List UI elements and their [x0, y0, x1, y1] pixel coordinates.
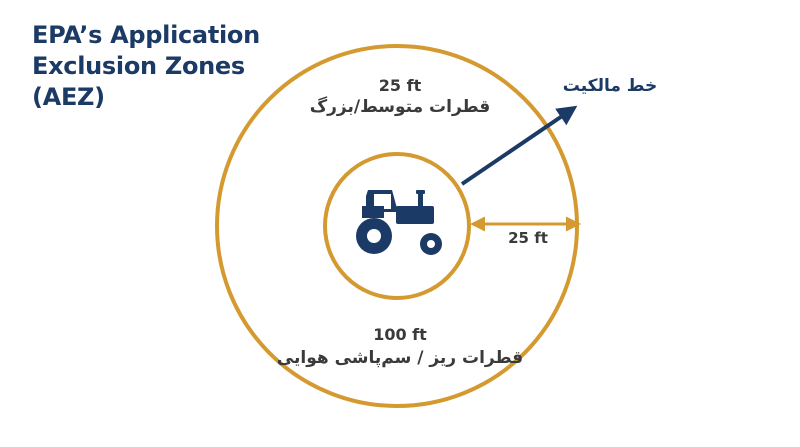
- fine-droplet-description: قطرات ریز / سم‌پاشی هوایی: [276, 348, 524, 368]
- inner-zone-circle: [323, 152, 471, 300]
- inner-zone-distance: 25 ft: [508, 229, 548, 247]
- tractor-icon: [356, 190, 442, 255]
- title-line-1: EPA’s Application: [32, 21, 260, 49]
- title-line-2: Exclusion Zones: [32, 52, 245, 80]
- outer-zone-distance: 25 ft: [378, 76, 422, 95]
- title-line-3: (AEZ): [32, 83, 105, 111]
- page-title: EPA’s Application Exclusion Zones (AEZ): [32, 20, 292, 113]
- fine-droplet-distance: 100 ft: [373, 325, 427, 344]
- property-line-label: خط مالکیت: [562, 76, 658, 96]
- outer-zone-description: قطرات متوسط/بزرگ: [309, 97, 491, 117]
- property-line-arrow: [460, 105, 578, 186]
